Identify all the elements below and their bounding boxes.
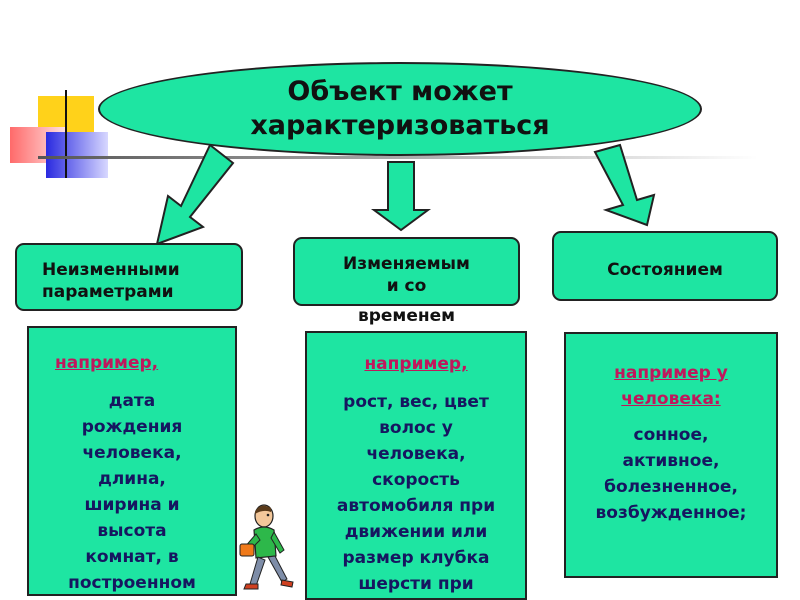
example-lead: например,	[364, 354, 468, 374]
example-line: дата	[108, 391, 156, 411]
example-line: шерсти при	[358, 574, 474, 594]
category-label-overflow: временем	[357, 306, 456, 326]
category-label: Неизменными	[42, 260, 180, 280]
example-line: автомобиля при	[336, 496, 496, 516]
example-line: волос у	[379, 418, 453, 438]
example-box-unchanging: например, дата рождения человека, длина,…	[27, 326, 237, 596]
example-line: ширина и	[84, 495, 180, 515]
category-box-unchanging: Неизменными параметрами	[15, 243, 243, 311]
category-label: параметрами	[42, 282, 174, 302]
category-label: Изменяемым	[343, 254, 470, 274]
category-label: Состоянием	[607, 260, 723, 280]
example-line: человека,	[366, 444, 466, 464]
example-line: комнат, в	[85, 547, 179, 567]
arrows-layer	[155, 143, 656, 246]
example-line: движении или	[344, 522, 488, 542]
category-box-state: Состоянием	[552, 231, 778, 301]
arrow-middle	[370, 161, 432, 232]
title-ellipse: Объект может характеризоваться	[98, 62, 702, 156]
walking-student-clipart-icon	[239, 504, 294, 590]
example-line: возбужденное;	[595, 503, 747, 523]
deco-horizontal-line	[38, 156, 758, 159]
example-line: рост, вес, цвет	[343, 392, 489, 412]
example-box-state: например у человека: сонное, активное, б…	[564, 332, 778, 578]
color-squares-decoration	[0, 0, 800, 200]
category-label: и со	[386, 276, 427, 296]
example-line: размер клубка	[342, 548, 490, 568]
example-line: построенном	[68, 573, 196, 593]
example-line: болезненное,	[604, 477, 738, 497]
example-line: человека,	[82, 443, 182, 463]
example-line: сонное,	[633, 425, 709, 445]
arrow-left	[155, 143, 235, 246]
example-line: высота	[97, 521, 167, 541]
title-line: характеризоваться	[250, 110, 550, 141]
blue-square	[46, 132, 108, 178]
example-lead: например у	[614, 363, 728, 383]
example-line: длина,	[98, 469, 166, 489]
example-line: рождения	[81, 417, 183, 437]
example-line: скорость	[372, 470, 460, 490]
color-squares-decoration-svg	[10, 90, 758, 178]
example-box-changing: например, рост, вес, цвет волос у челове…	[305, 331, 527, 600]
category-box-changing: Изменяемым и со	[293, 237, 520, 306]
title-line: Объект может	[287, 76, 513, 107]
example-line: активное,	[622, 451, 720, 471]
arrow-right	[593, 143, 656, 227]
example-lead: человека:	[621, 389, 721, 409]
example-lead: например,	[55, 353, 159, 373]
